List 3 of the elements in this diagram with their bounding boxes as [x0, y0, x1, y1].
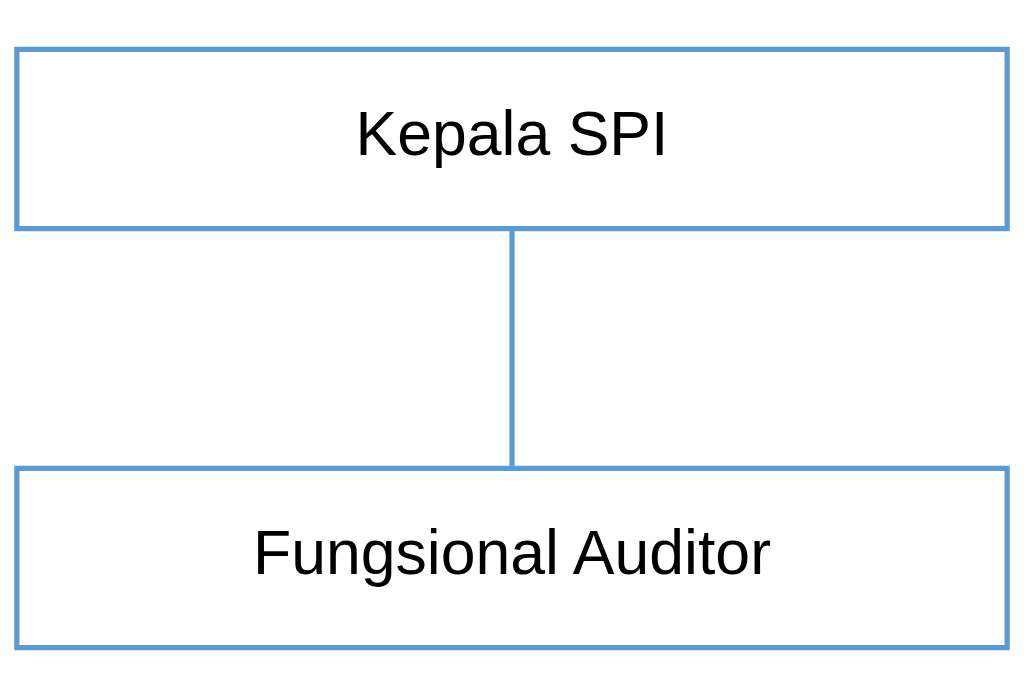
node-box: Kepala SPI: [14, 46, 1010, 232]
connector: [509, 229, 515, 469]
node-box: Fungsional Auditor: [14, 465, 1010, 651]
